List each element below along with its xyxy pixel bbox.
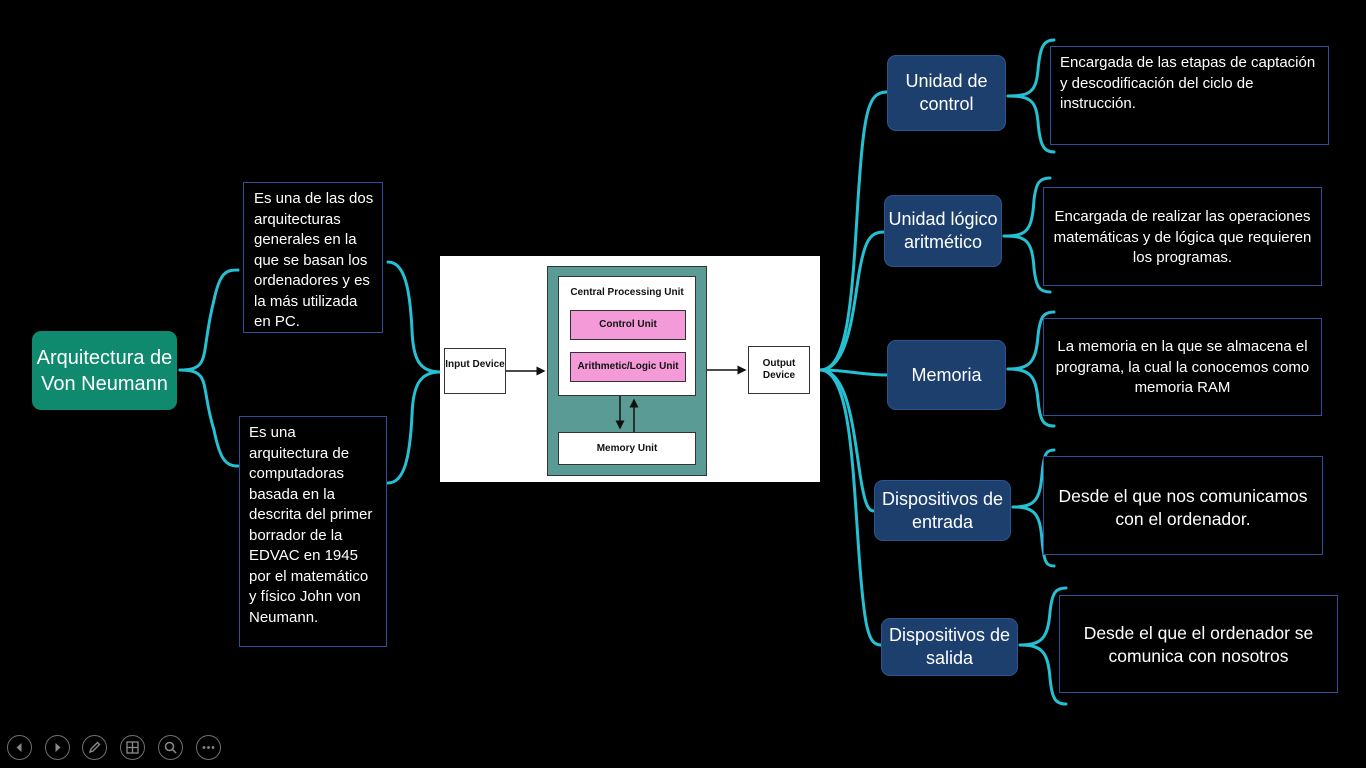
cpu-label: Central Processing Unit bbox=[570, 287, 684, 298]
definition-text: Es una de las dos arquitecturas generale… bbox=[254, 190, 374, 330]
component-title: Dispositivos de entrada bbox=[881, 488, 1004, 532]
component-node-memory[interactable]: Memoria bbox=[887, 340, 1006, 410]
info-text: La memoria en la que se almacena el prog… bbox=[1055, 338, 1310, 396]
slides-grid-icon bbox=[126, 741, 139, 754]
root-node[interactable]: Arquitectura de Von Neumann bbox=[32, 331, 177, 410]
component-node-input-devices[interactable]: Dispositivos de entrada bbox=[874, 480, 1011, 541]
info-box-memory: La memoria en la que se almacena el prog… bbox=[1043, 318, 1322, 416]
info-box-input-devices: Desde el que nos comunicamos con el orde… bbox=[1043, 456, 1323, 555]
component-title: Dispositivos de salida bbox=[888, 625, 1011, 668]
alu-block: Arithmetic/Logic Unit bbox=[570, 352, 686, 382]
control-unit-block: Control Unit bbox=[570, 310, 686, 340]
zoom-button[interactable] bbox=[158, 735, 183, 760]
component-node-control-unit[interactable]: Unidad de control bbox=[887, 55, 1006, 131]
info-box-control-unit: Encargada de las etapas de captación y d… bbox=[1050, 46, 1329, 145]
zoom-icon bbox=[164, 741, 177, 754]
info-text: Desde el que el ordenador se comunica co… bbox=[1083, 623, 1314, 666]
output-device-block: Output Device bbox=[748, 346, 810, 394]
pen-tool-button[interactable] bbox=[82, 735, 107, 760]
previous-slide-icon bbox=[16, 743, 22, 752]
component-title: Unidad lógico aritmético bbox=[888, 209, 998, 252]
definition-box-general: Es una de las dos arquitecturas generale… bbox=[243, 182, 383, 333]
info-box-output-devices: Desde el que el ordenador se comunica co… bbox=[1059, 595, 1338, 693]
see-all-slides-button[interactable] bbox=[120, 735, 145, 760]
component-node-output-devices[interactable]: Dispositivos de salida bbox=[881, 618, 1018, 676]
next-slide-icon bbox=[55, 743, 61, 752]
component-title: Unidad de control bbox=[905, 71, 988, 114]
info-text: Encargada de las etapas de captación y d… bbox=[1060, 54, 1316, 112]
component-title: Memoria bbox=[911, 364, 982, 385]
info-text: Desde el que nos comunicamos con el orde… bbox=[1058, 486, 1308, 529]
definition-text: Es una arquitectura de computadoras basa… bbox=[249, 424, 373, 626]
info-box-alu: Encargada de realizar las operaciones ma… bbox=[1043, 187, 1322, 286]
von-neumann-diagram-image: Central Processing Unit Control Unit Ari… bbox=[440, 256, 820, 482]
input-device-block: Input Device bbox=[444, 348, 506, 394]
info-text: Encargada de realizar las operaciones ma… bbox=[1053, 208, 1312, 266]
more-options-button[interactable] bbox=[196, 735, 221, 760]
pen-icon bbox=[88, 741, 101, 754]
previous-slide-button[interactable] bbox=[7, 735, 32, 760]
root-title: Arquitectura de Von Neumann bbox=[36, 346, 173, 395]
definition-box-history: Es una arquitectura de computadoras basa… bbox=[239, 416, 387, 647]
next-slide-button[interactable] bbox=[45, 735, 70, 760]
memory-unit-block: Memory Unit bbox=[558, 432, 696, 465]
component-node-alu[interactable]: Unidad lógico aritmético bbox=[884, 195, 1002, 267]
diagram-arrows bbox=[506, 365, 747, 432]
more-options-icon bbox=[202, 746, 215, 749]
